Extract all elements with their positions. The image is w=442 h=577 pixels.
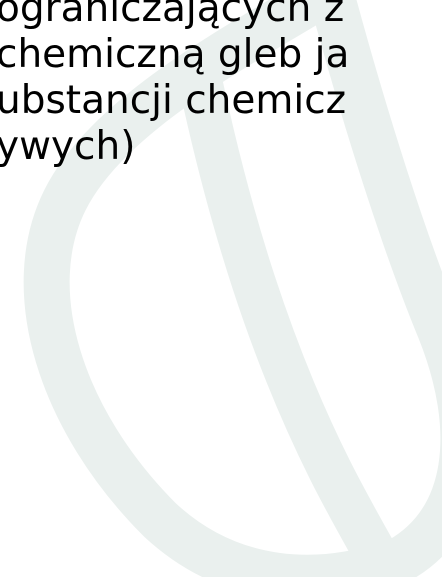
leaf-stem	[178, 58, 413, 577]
text-line-2: chemiczną gleb ja	[0, 32, 350, 77]
text-line-3: ubstancji chemicz	[0, 78, 347, 123]
leaf-outline	[23, 0, 442, 577]
text-line-4: ywych)	[0, 124, 136, 169]
document-text: ograniczających z chemiczną gleb ja ubst…	[0, 0, 349, 170]
text-line-1: ograniczających z	[0, 0, 345, 31]
